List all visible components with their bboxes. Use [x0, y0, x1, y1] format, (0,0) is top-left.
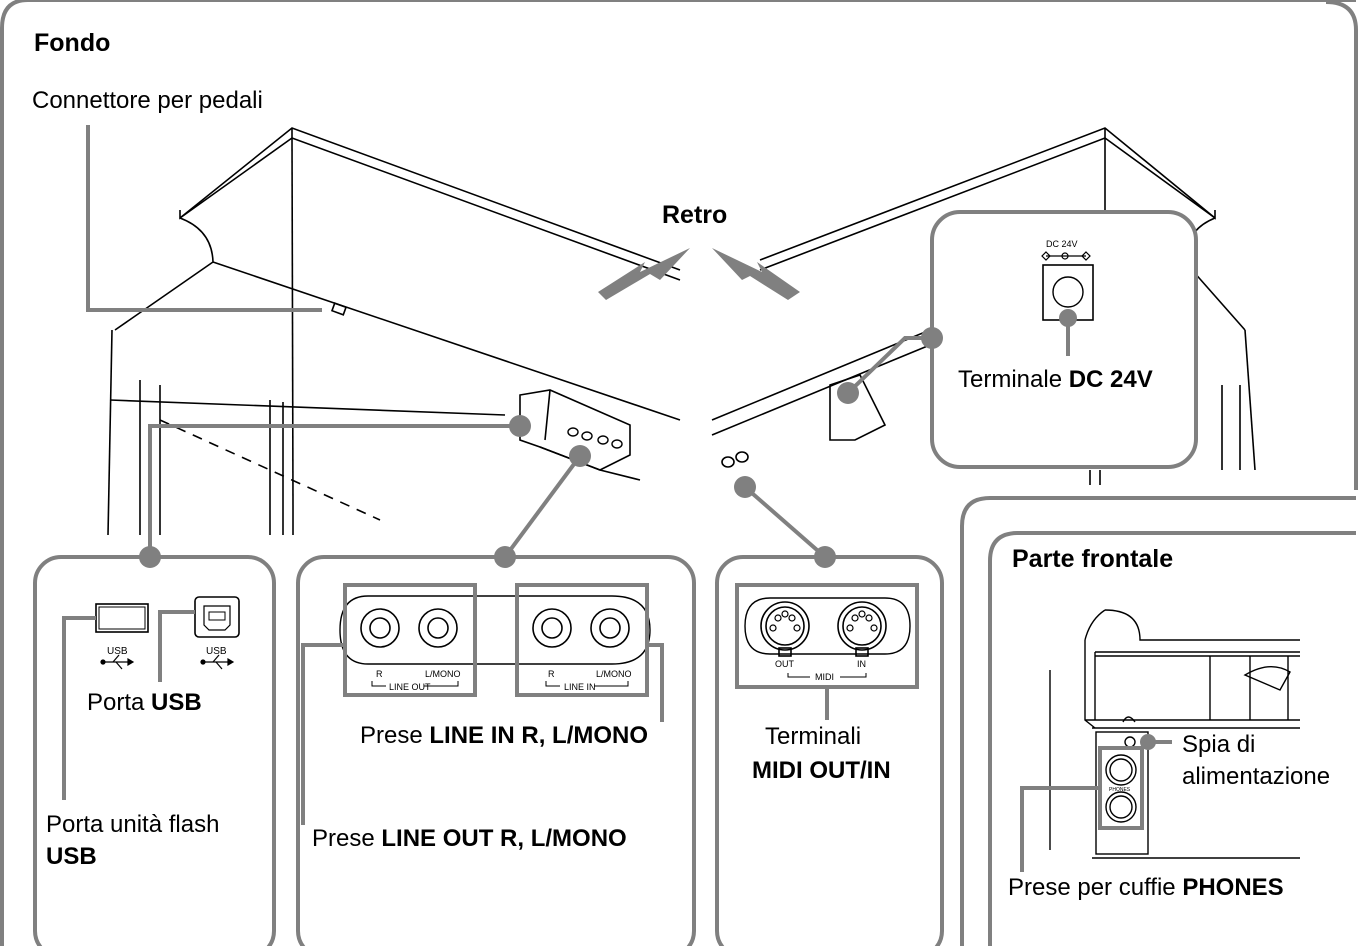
- midi-sockets: [760, 601, 887, 657]
- power-lamp-label-line2: alimentazione: [1182, 763, 1331, 790]
- dc-terminal-label: Terminale DC 24V: [958, 366, 1153, 393]
- line-jacks: [360, 608, 630, 648]
- line-panel: [296, 555, 696, 946]
- line-out-label: Prese LINE OUT R, L/MONO: [312, 825, 627, 852]
- outer-frame-right: [1325, 0, 1358, 490]
- rear-label: Retro: [662, 201, 728, 229]
- midi-panel-callout-line: [743, 485, 827, 559]
- usb-a-port: [95, 603, 149, 633]
- phones-label: Prese per cuffie PHONES: [1008, 874, 1284, 901]
- line-in-callout-line: [647, 643, 664, 722]
- usb-b-port: [194, 596, 240, 638]
- line-in-label: Prese LINE IN R, L/MONO: [360, 722, 649, 749]
- r-in-mark: R: [548, 669, 555, 679]
- usb-a-mark: USB: [107, 646, 128, 657]
- power-lamp-label-line1: Spia di: [1182, 731, 1256, 758]
- lmono-in-mark: L/MONO: [596, 669, 632, 679]
- pedal-connector-label: Connettore per pedali: [32, 87, 263, 114]
- dc-polarity-icon: [1041, 251, 1091, 261]
- usb-flash-callout-line: [62, 616, 96, 800]
- front-section-title: Parte frontale: [1012, 545, 1174, 573]
- phones-mark: PHONES: [1109, 787, 1131, 793]
- usb-port-label: Porta USB: [87, 689, 202, 716]
- front-outer-frame: [960, 496, 1356, 946]
- dc-mark: DC 24V: [1046, 239, 1078, 249]
- r-out-mark: R: [376, 669, 383, 679]
- usb-flash-label-line1: Porta unità flash: [46, 811, 220, 838]
- front-inner-frame: [988, 531, 1356, 946]
- rear-arrow-left: [598, 248, 690, 300]
- line-in-box: [515, 583, 649, 697]
- rear-arrow-right: [712, 248, 800, 300]
- midi-in-mark: IN: [857, 659, 866, 669]
- phones-callout-line: [1020, 786, 1100, 872]
- midi-label-bold: MIDI OUT/IN: [752, 757, 891, 784]
- usb-flash-label-bold: USB: [46, 843, 97, 870]
- dc-panel: [930, 210, 1198, 469]
- pedal-callout-line: [86, 125, 322, 312]
- usb-b-mark: USB: [206, 646, 227, 657]
- line-jacks-illustration: [567, 427, 623, 449]
- midi-out-mark: OUT: [775, 659, 795, 669]
- usb-port-callout-line: [158, 610, 195, 682]
- lmono-out-mark: L/MONO: [425, 669, 461, 679]
- line-in-mark: LINE IN: [564, 682, 596, 692]
- midi-mark: MIDI: [815, 672, 834, 682]
- front-drawing: [1049, 609, 1300, 859]
- usb-symbol-icon: [100, 654, 135, 670]
- bottom-section-title: Fondo: [34, 29, 111, 57]
- line-out-callout-line: [301, 643, 345, 825]
- line-out-mark: LINE OUT: [389, 682, 431, 692]
- usb-panel-callout-line: [148, 424, 520, 557]
- line-out-box: [343, 583, 477, 697]
- midi-label-line1: Terminali: [765, 723, 862, 750]
- usb-symbol-icon-2: [200, 654, 235, 670]
- line-panel-callout-line: [503, 454, 582, 559]
